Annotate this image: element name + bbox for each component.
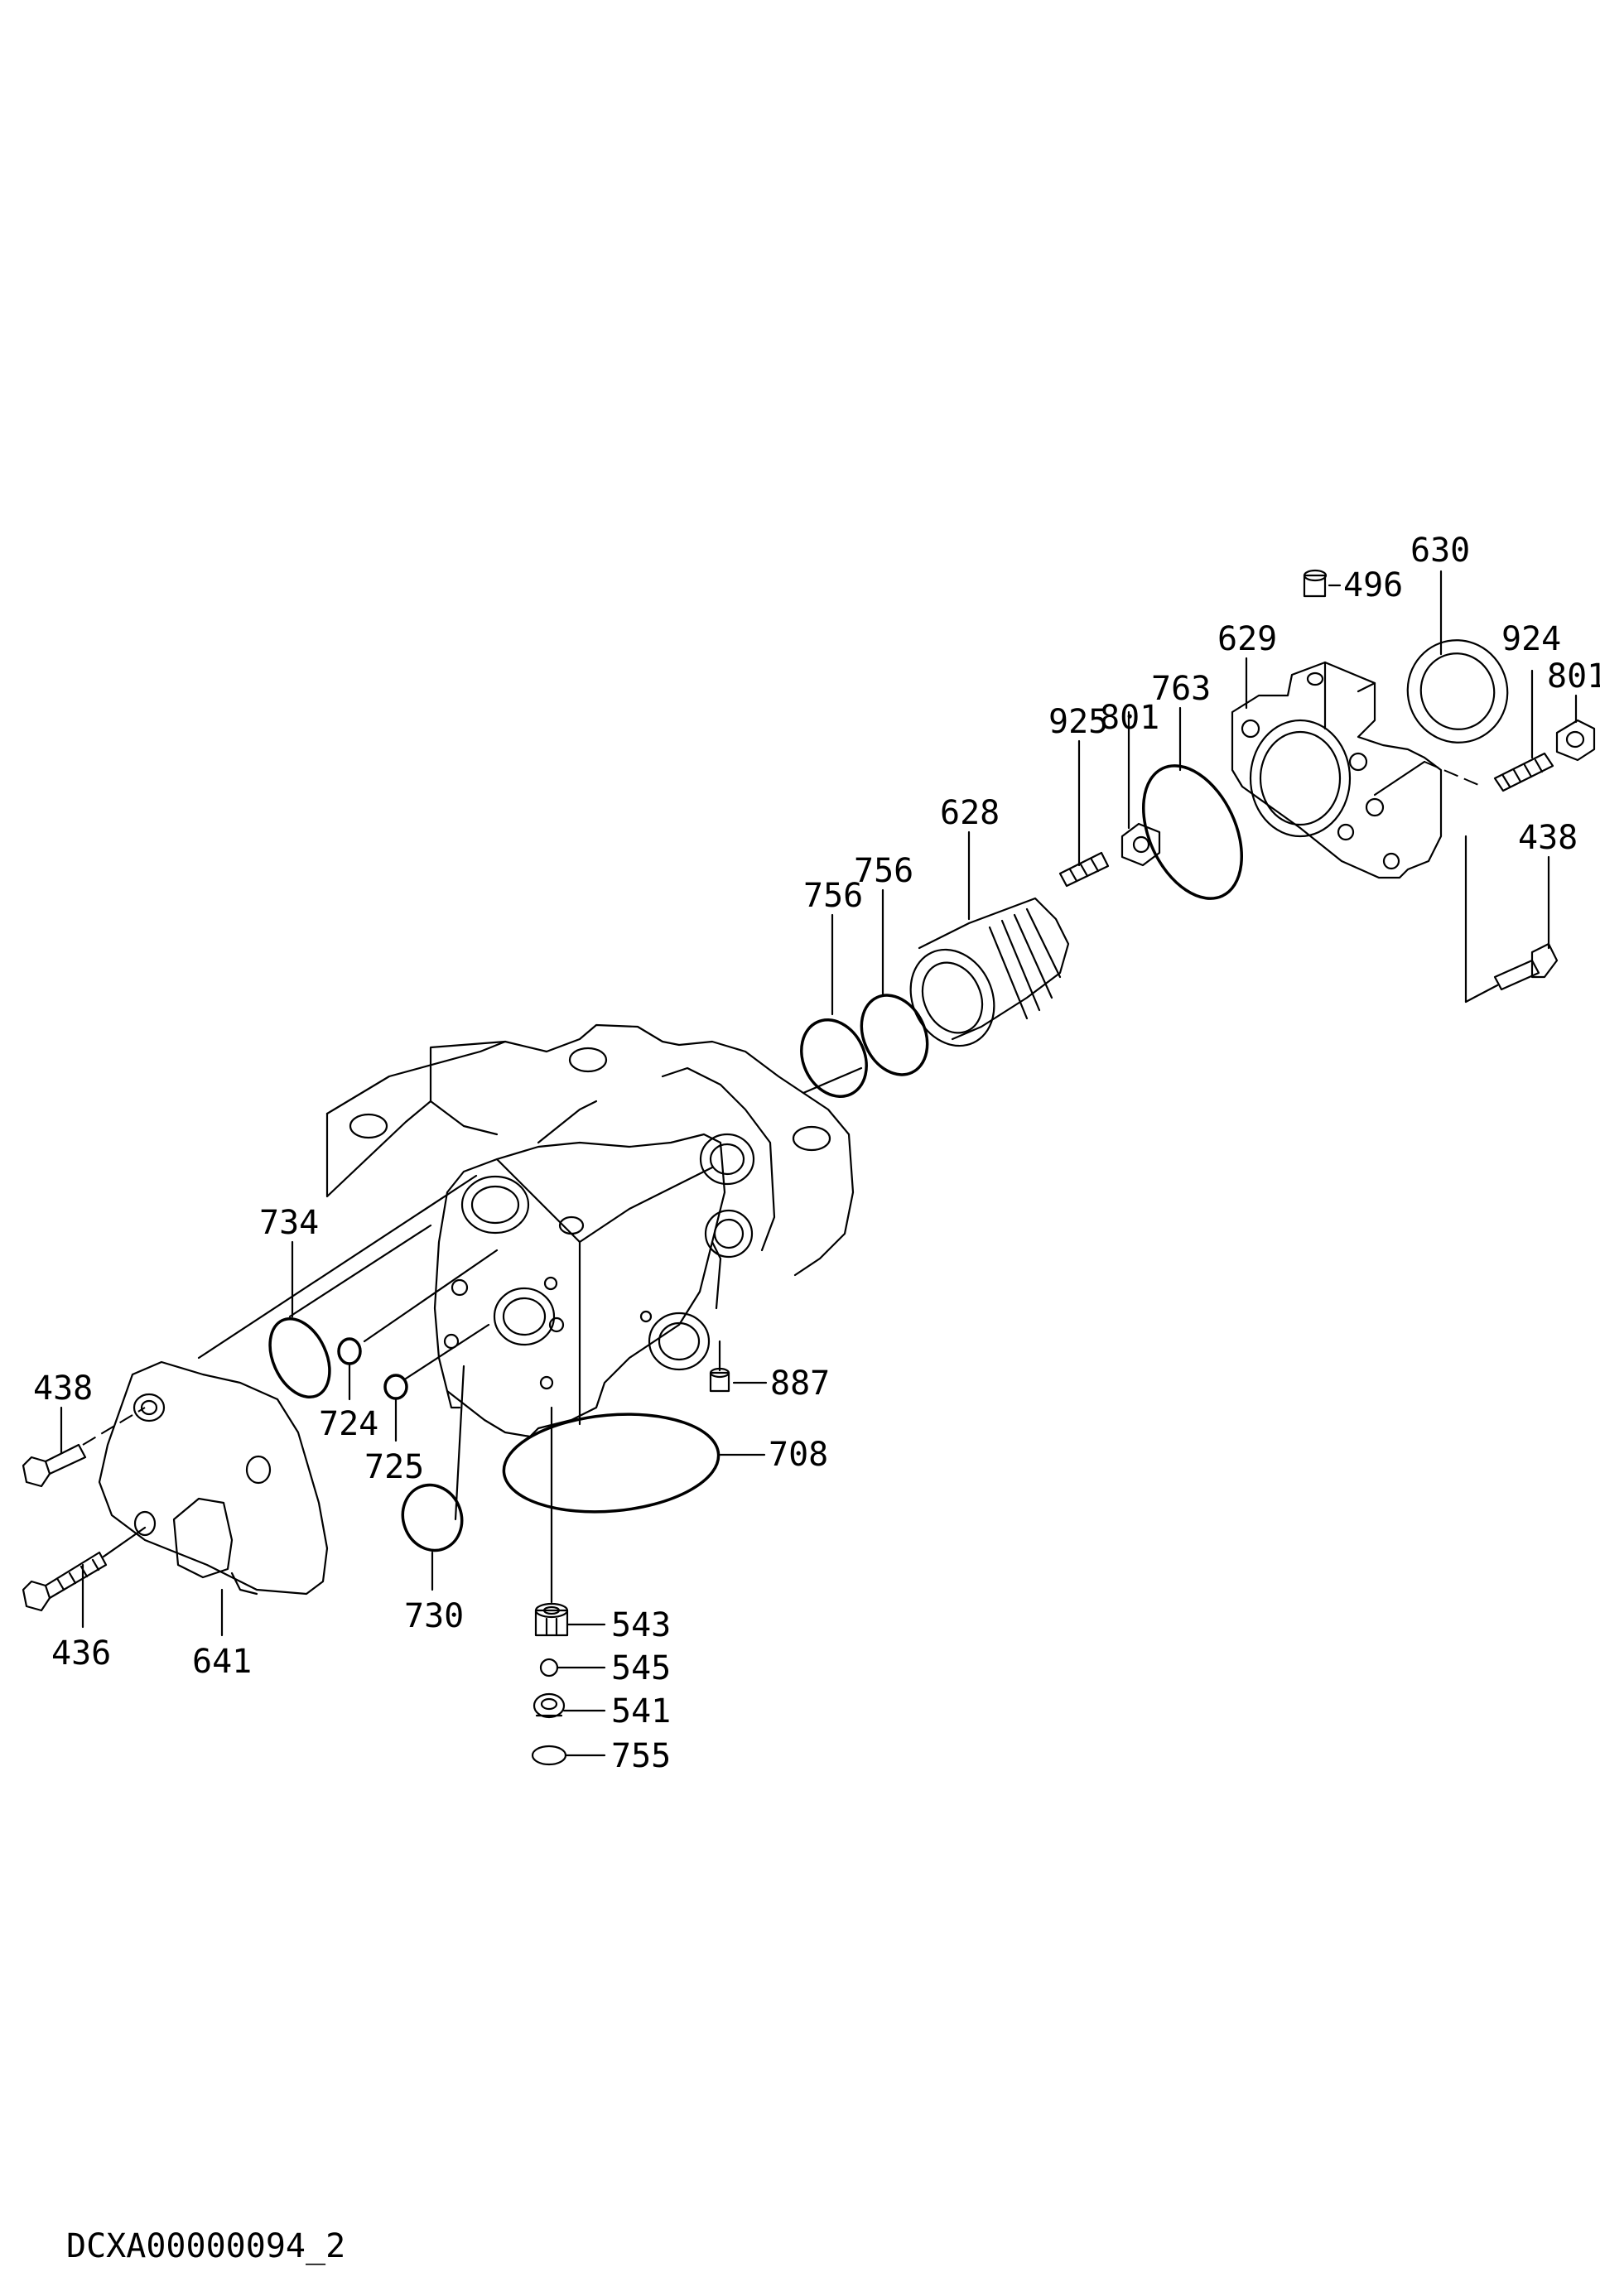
label-725: 725 — [364, 1448, 424, 1486]
o-ring-755 — [531, 1745, 567, 1766]
valve-body — [325, 1023, 855, 1438]
backup-ring-756-a — [800, 1018, 868, 1098]
label-755: 755 — [611, 1737, 671, 1775]
label-887: 887 — [770, 1365, 830, 1403]
seat-541 — [533, 1692, 566, 1719]
label-543: 543 — [611, 1606, 671, 1644]
label-756-right: 756 — [854, 852, 913, 890]
backup-ring-756-b — [860, 994, 929, 1076]
label-438-right: 438 — [1518, 819, 1578, 857]
label-925: 925 — [1048, 703, 1108, 741]
label-801-right: 801 — [1547, 657, 1600, 696]
label-708: 708 — [769, 1436, 828, 1474]
block-629 — [1231, 661, 1443, 879]
nut-801-right — [1555, 719, 1596, 762]
bolt-436 — [22, 1551, 108, 1612]
label-734: 734 — [259, 1204, 319, 1242]
plug-496 — [1303, 569, 1328, 598]
screw-925 — [1058, 851, 1110, 888]
cover-641 — [98, 1360, 329, 1596]
label-801-middle: 801 — [1100, 699, 1159, 737]
label-756-left: 756 — [803, 877, 863, 915]
nut-801-middle — [1120, 822, 1161, 867]
o-ring-734 — [268, 1316, 331, 1399]
label-641: 641 — [192, 1643, 252, 1681]
bolt-438-right — [1493, 942, 1559, 991]
o-ring-730 — [401, 1483, 464, 1552]
stud-924 — [1493, 752, 1554, 792]
part-labels: 630 496 924 801 629 763 801 925 438 628 … — [33, 532, 1600, 1775]
label-545: 545 — [611, 1649, 671, 1687]
leader-lines — [60, 570, 1578, 1757]
o-ring-724 — [337, 1337, 362, 1365]
label-730: 730 — [404, 1597, 464, 1635]
label-724: 724 — [319, 1405, 378, 1443]
pin-887 — [709, 1367, 730, 1393]
label-630: 630 — [1410, 532, 1470, 570]
label-628: 628 — [940, 794, 1000, 832]
label-438-left: 438 — [33, 1369, 93, 1408]
label-924: 924 — [1501, 620, 1561, 658]
ball-545 — [539, 1658, 559, 1677]
label-629: 629 — [1217, 620, 1277, 658]
drawing-id-caption: DCXA00000094_2 — [66, 2227, 346, 2265]
label-496: 496 — [1343, 566, 1403, 604]
o-ring-725 — [383, 1374, 408, 1400]
o-ring-763 — [1141, 764, 1244, 900]
label-763: 763 — [1151, 670, 1211, 708]
ring-nut-630 — [1406, 639, 1509, 744]
o-ring-708 — [502, 1413, 720, 1514]
sleeve-628 — [909, 897, 1070, 1047]
part-543 — [534, 1602, 569, 1637]
label-436: 436 — [51, 1634, 111, 1673]
bolt-438-left — [22, 1443, 87, 1488]
label-541: 541 — [611, 1692, 671, 1730]
